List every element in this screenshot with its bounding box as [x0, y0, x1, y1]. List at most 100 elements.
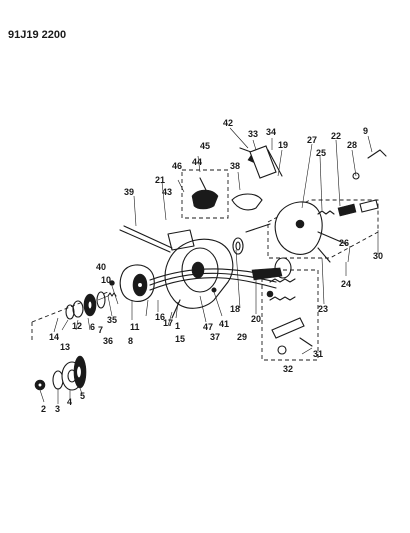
nut-hole	[37, 382, 43, 388]
callout-36: 36	[103, 336, 113, 346]
wire-pin	[367, 149, 387, 159]
hub-gear-bore	[75, 365, 83, 379]
actuator-rod	[317, 247, 331, 263]
callouts: 42 33 34 45 19 27 22 9 28 25 44 46 38 21…	[41, 118, 383, 414]
callout-43: 43	[162, 187, 172, 197]
dashed-box-left	[181, 169, 229, 219]
callout-2: 2	[41, 404, 46, 414]
callout-29: 29	[237, 332, 247, 342]
screw-shank	[171, 299, 181, 319]
callout-9: 9	[363, 126, 368, 136]
callout-14: 14	[49, 332, 59, 342]
callout-16: 16	[155, 312, 165, 322]
lower-spring-1	[269, 278, 296, 283]
key-rack	[337, 203, 357, 217]
column-housing	[149, 223, 292, 319]
callout-30: 30	[373, 251, 383, 261]
callout-10: 10	[101, 275, 111, 285]
wiring-connector	[251, 267, 283, 281]
steering-shaft-edge	[123, 225, 173, 249]
callout-11: 11	[130, 322, 140, 332]
lower-spring-2	[269, 296, 296, 301]
callout-26: 26	[339, 238, 349, 248]
leader-lines	[39, 127, 379, 404]
callout-25: 25	[316, 148, 326, 158]
sector	[359, 199, 379, 213]
callout-46: 46	[172, 161, 182, 171]
bearing	[232, 237, 244, 255]
lock-plate-assembly	[31, 264, 155, 340]
spring-ring-2	[72, 300, 84, 318]
callout-23: 23	[318, 304, 328, 314]
callout-41: 41	[219, 319, 229, 329]
lower-link	[299, 337, 313, 347]
callout-45: 45	[200, 141, 210, 151]
callout-39: 39	[124, 187, 134, 197]
callout-37: 37	[210, 332, 220, 342]
callout-3: 3	[55, 404, 60, 414]
callout-21: 21	[155, 175, 165, 185]
upper-switch-group	[119, 145, 283, 253]
washer	[52, 370, 64, 390]
screw	[109, 280, 115, 286]
lock-plate-bore	[136, 281, 144, 289]
switch-lever-stub	[199, 177, 207, 191]
callout-42: 42	[223, 118, 233, 128]
callout-44: 44	[192, 157, 202, 167]
actuator	[231, 193, 263, 211]
callout-34: 34	[266, 127, 276, 137]
wheel-hub-assembly	[34, 355, 87, 391]
callout-7: 7	[98, 325, 103, 335]
bearing-race	[235, 241, 241, 251]
shim	[96, 291, 106, 309]
callout-20: 20	[251, 314, 261, 324]
rod-extension	[317, 231, 347, 245]
callout-24: 24	[341, 279, 351, 289]
callout-19: 19	[278, 140, 288, 150]
pin	[211, 287, 217, 293]
cover-edge	[267, 149, 283, 177]
callout-12: 12	[72, 321, 82, 331]
wiring-harness-3	[149, 277, 277, 291]
callout-28: 28	[347, 140, 357, 150]
callout-8: 8	[128, 336, 133, 346]
spring-ring-1	[65, 304, 75, 320]
lower-washer	[277, 345, 287, 355]
mounting-bracket	[167, 229, 195, 251]
dashed-box-lower	[261, 269, 319, 361]
steering-shaft	[119, 229, 171, 253]
cancel-cam-bore	[87, 300, 93, 310]
lock-plate	[119, 264, 155, 302]
housing-bore-rim	[181, 247, 219, 293]
callout-6: 6	[90, 322, 95, 332]
washer-ring	[274, 257, 292, 279]
callout-32: 32	[283, 364, 293, 374]
spring	[317, 210, 335, 215]
callout-18: 18	[230, 304, 240, 314]
callout-4: 4	[67, 397, 72, 407]
dashed-axis	[31, 291, 109, 323]
callout-47: 47	[203, 322, 213, 332]
wiring-harness-2	[149, 272, 277, 286]
turn-signal-switch	[191, 189, 219, 210]
ref-code: 91J19 2200	[8, 29, 66, 41]
callout-5: 5	[80, 391, 85, 401]
callout-22: 22	[331, 131, 341, 141]
shaft-pin	[245, 223, 271, 233]
ignition-housing	[274, 201, 323, 255]
callout-35: 35	[107, 315, 117, 325]
lower-pin	[266, 290, 274, 298]
callout-33: 33	[248, 129, 258, 139]
rack-preload	[271, 317, 305, 339]
lock-cylinder	[295, 219, 305, 229]
switch-cover	[249, 145, 277, 179]
callout-13: 13	[60, 342, 70, 352]
callout-1: 1	[175, 321, 180, 331]
callout-40: 40	[96, 262, 106, 272]
callout-38: 38	[230, 161, 240, 171]
column-jacket-group	[261, 149, 387, 361]
callout-15: 15	[175, 334, 185, 344]
callout-17: 17	[163, 318, 173, 328]
callout-31: 31	[313, 349, 323, 359]
